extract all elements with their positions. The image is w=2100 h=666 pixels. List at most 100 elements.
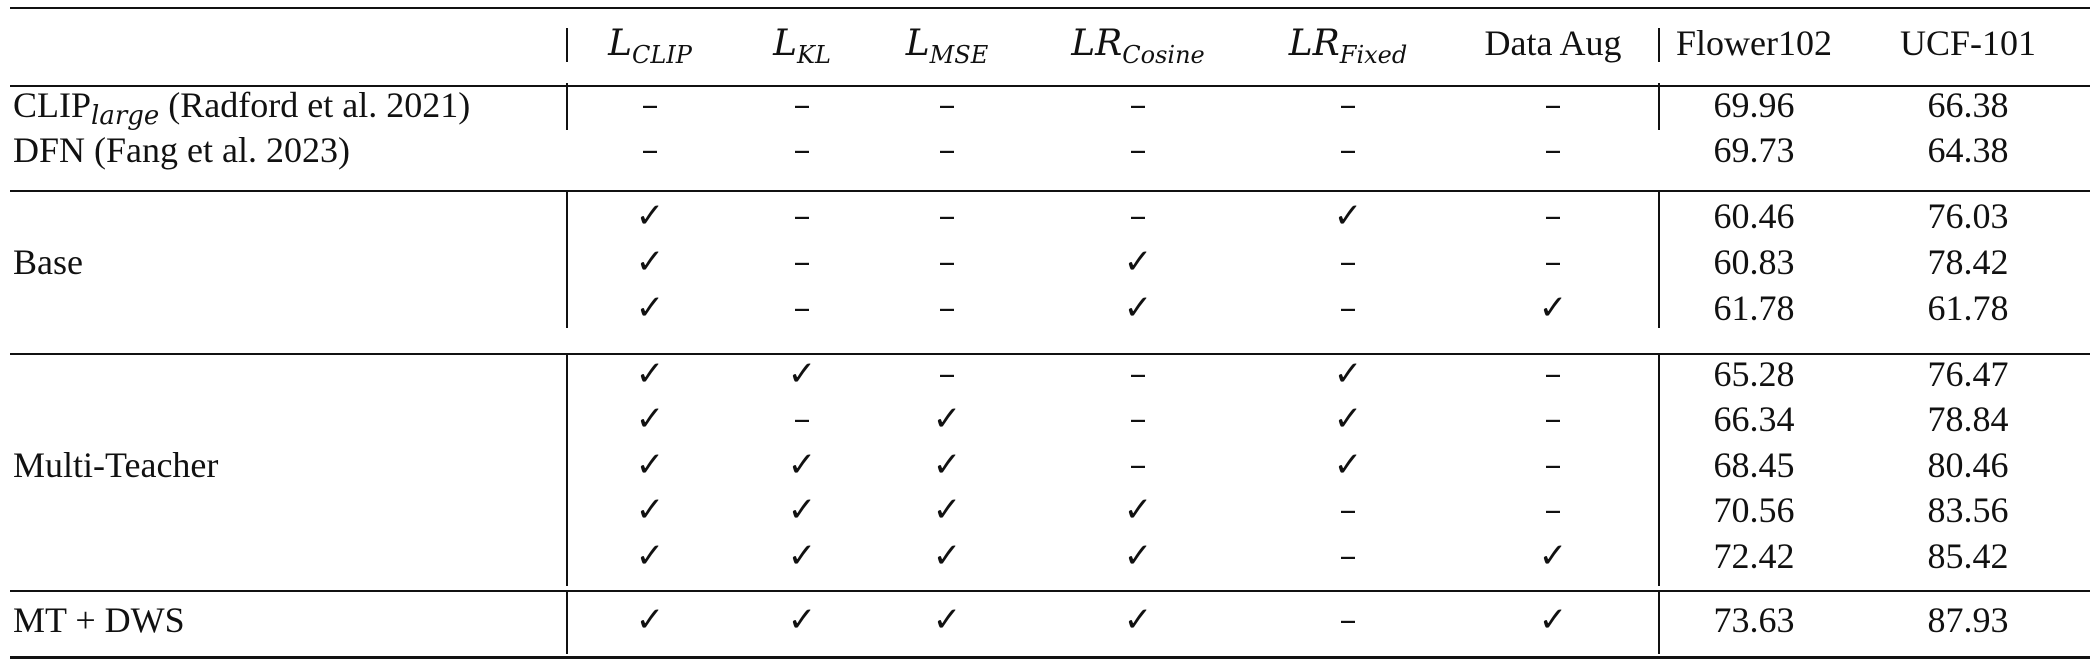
dash-cell: – — [1129, 85, 1147, 125]
column-header: LRFixed — [1288, 20, 1408, 69]
check-mark-icon: ✓ — [1333, 445, 1363, 485]
column-header: Flower102 — [1676, 23, 1832, 63]
dash-cell: – — [938, 242, 956, 282]
column-separator — [566, 83, 568, 130]
dash-cell: – — [938, 85, 956, 125]
check-mark-icon: ✓ — [1123, 536, 1153, 576]
dash-cell: – — [793, 130, 811, 170]
check-mark-icon: ✓ — [1123, 600, 1153, 640]
dash-cell: – — [1544, 354, 1562, 394]
check-mark-icon: ✓ — [787, 600, 817, 640]
check-mark-icon: ✓ — [1123, 242, 1153, 282]
check-mark-icon: ✓ — [1123, 490, 1153, 530]
column-separator — [1658, 83, 1660, 130]
column-header-subscript: Fixed — [1339, 41, 1408, 69]
ucf101-score: 66.38 — [1927, 85, 2009, 125]
ucf101-score: 87.93 — [1927, 600, 2009, 640]
ucf101-score: 83.56 — [1927, 490, 2009, 530]
ucf101-score: 78.42 — [1927, 242, 2009, 282]
check-mark-icon: ✓ — [787, 536, 817, 576]
dash-cell: – — [793, 242, 811, 282]
dash-cell: – — [1544, 490, 1562, 530]
check-mark-icon: ✓ — [1333, 354, 1363, 394]
check-mark-icon: ✓ — [787, 354, 817, 394]
dash-cell: – — [1129, 130, 1147, 170]
column-header-subscript: Cosine — [1122, 41, 1205, 69]
flower102-score: 65.28 — [1713, 354, 1795, 394]
check-mark-icon: ✓ — [635, 536, 665, 576]
check-mark-icon: ✓ — [1333, 196, 1363, 236]
column-header-base: LMSE — [905, 23, 989, 69]
dash-cell: – — [1339, 536, 1357, 576]
ucf101-score: 61.78 — [1927, 288, 2009, 328]
dash-cell: – — [1339, 288, 1357, 328]
group-label: Multi-Teacher — [13, 445, 219, 485]
flower102-score: 68.45 — [1713, 445, 1795, 485]
flower102-score: 69.73 — [1713, 130, 1795, 170]
table-rule — [10, 353, 2090, 355]
check-mark-icon: ✓ — [932, 399, 962, 439]
dash-cell: – — [1544, 445, 1562, 485]
dash-cell: – — [1129, 445, 1147, 485]
check-mark-icon: ✓ — [635, 490, 665, 530]
row-label: DFN (Fang et al. 2023) — [13, 127, 350, 173]
check-mark-icon: ✓ — [787, 490, 817, 530]
check-mark-icon: ✓ — [932, 445, 962, 485]
column-separator — [1658, 28, 1660, 62]
check-mark-icon: ✓ — [635, 445, 665, 485]
check-mark-icon: ✓ — [1538, 536, 1568, 576]
column-header-base: LKL — [773, 23, 831, 69]
flower102-score: 66.34 — [1713, 399, 1795, 439]
check-mark-icon: ✓ — [635, 196, 665, 236]
dash-cell: – — [793, 85, 811, 125]
dash-cell: – — [793, 399, 811, 439]
row-label-subscript: large — [91, 101, 160, 131]
column-header: LCLIP — [608, 20, 692, 69]
column-separator — [566, 592, 568, 654]
dash-cell: – — [938, 354, 956, 394]
flower102-score: 69.96 — [1713, 85, 1795, 125]
ucf101-score: 85.42 — [1927, 536, 2009, 576]
dash-cell: – — [1544, 242, 1562, 282]
flower102-score: 73.63 — [1713, 600, 1795, 640]
column-header-base: LRCosine — [1071, 23, 1205, 69]
check-mark-icon: ✓ — [932, 536, 962, 576]
column-separator — [1658, 592, 1660, 654]
check-mark-icon: ✓ — [932, 490, 962, 530]
dash-cell: – — [1339, 130, 1357, 170]
column-separator — [1658, 192, 1660, 328]
check-mark-icon: ✓ — [635, 354, 665, 394]
dash-cell: – — [1544, 130, 1562, 170]
row-label-citation: (Radford et al. 2021) — [159, 85, 471, 125]
column-header-base: LCLIP — [608, 23, 692, 69]
table-rule — [10, 190, 2090, 192]
group-label: Base — [13, 242, 83, 282]
dash-cell: – — [793, 196, 811, 236]
check-mark-icon: ✓ — [1123, 288, 1153, 328]
ucf101-score: 78.84 — [1927, 399, 2009, 439]
dash-cell: – — [938, 130, 956, 170]
flower102-score: 60.83 — [1713, 242, 1795, 282]
row-label-text: CLIP — [13, 85, 92, 125]
dash-cell: – — [1339, 242, 1357, 282]
dash-cell: – — [1544, 196, 1562, 236]
column-header: UCF-101 — [1899, 23, 2037, 63]
column-header-base: LRFixed — [1288, 23, 1408, 69]
dash-cell: – — [1129, 196, 1147, 236]
ucf101-score: 76.47 — [1927, 354, 2009, 394]
dash-cell: – — [641, 130, 659, 170]
dash-cell: – — [641, 85, 659, 125]
ucf101-score: 64.38 — [1927, 130, 2009, 170]
check-mark-icon: ✓ — [1538, 600, 1568, 640]
column-header: LMSE — [905, 20, 989, 69]
column-header: LKL — [773, 20, 831, 69]
table-rule — [10, 85, 2090, 87]
table-rule — [10, 7, 2090, 9]
column-separator — [566, 28, 568, 62]
column-header: Data Aug — [1484, 23, 1622, 63]
column-header-subscript: CLIP — [631, 41, 692, 69]
ucf101-score: 80.46 — [1927, 445, 2009, 485]
dash-cell: – — [938, 288, 956, 328]
check-mark-icon: ✓ — [787, 445, 817, 485]
flower102-score: 61.78 — [1713, 288, 1795, 328]
